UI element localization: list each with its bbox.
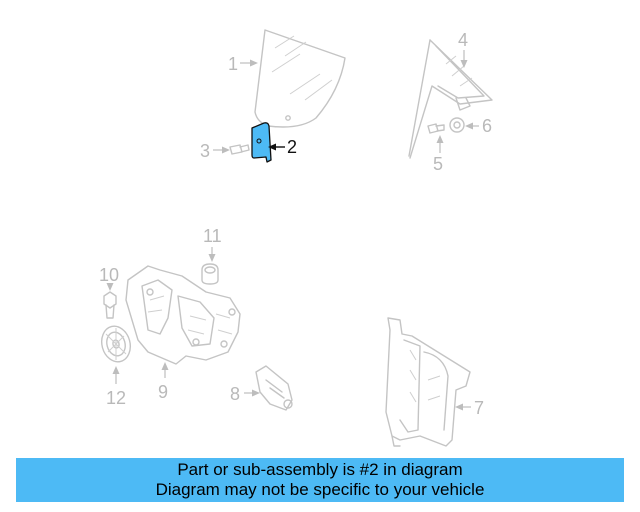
arrow-6: [465, 122, 473, 130]
callout-12: 12: [106, 388, 126, 408]
arrow-8: [252, 389, 260, 397]
diagram-caption: Part or sub-assembly is #2 in diagram Di…: [16, 458, 624, 502]
part-12-speaker: [100, 325, 132, 363]
callout-4: 4: [458, 30, 468, 50]
arrow-3: [222, 146, 230, 154]
part-1-door-glass: [254, 29, 346, 128]
callout-11: 11: [203, 226, 222, 246]
part-11-clip: [201, 263, 219, 285]
callout-9: 9: [158, 382, 168, 402]
callout-6: 6: [482, 116, 492, 136]
arrow-9: [161, 362, 169, 370]
part-7-window-regulator: [385, 317, 471, 447]
arrow-4: [460, 60, 468, 68]
part-3-bolt: [229, 144, 250, 155]
arrow-5: [436, 135, 444, 143]
callout-2: 2: [287, 137, 297, 157]
arrow-11: [208, 254, 216, 262]
arrow-10: [106, 283, 114, 291]
part-2-bracket: [251, 122, 272, 163]
callout-1: 1: [228, 54, 238, 74]
callout-3: 3: [200, 141, 210, 161]
arrow-2: [268, 143, 276, 151]
caption-line-disclaimer: Diagram may not be specific to your vehi…: [155, 480, 485, 499]
part-5-screw: [427, 123, 445, 134]
arrow-7: [455, 403, 463, 411]
caption-line-part: Part or sub-assembly is #2 in diagram: [177, 460, 463, 479]
part-6-grommet: [449, 117, 465, 133]
callout-10: 10: [99, 265, 119, 285]
arrow-12: [112, 366, 120, 374]
callout-8: 8: [230, 384, 240, 404]
part-4-quarter-glass: [408, 39, 493, 159]
part-9-door-module: [125, 265, 241, 365]
part-8-window-motor: [255, 365, 293, 411]
callout-5: 5: [433, 154, 443, 174]
part-10-bolt: [103, 291, 117, 319]
arrow-1: [250, 59, 258, 67]
callout-7: 7: [474, 398, 484, 418]
